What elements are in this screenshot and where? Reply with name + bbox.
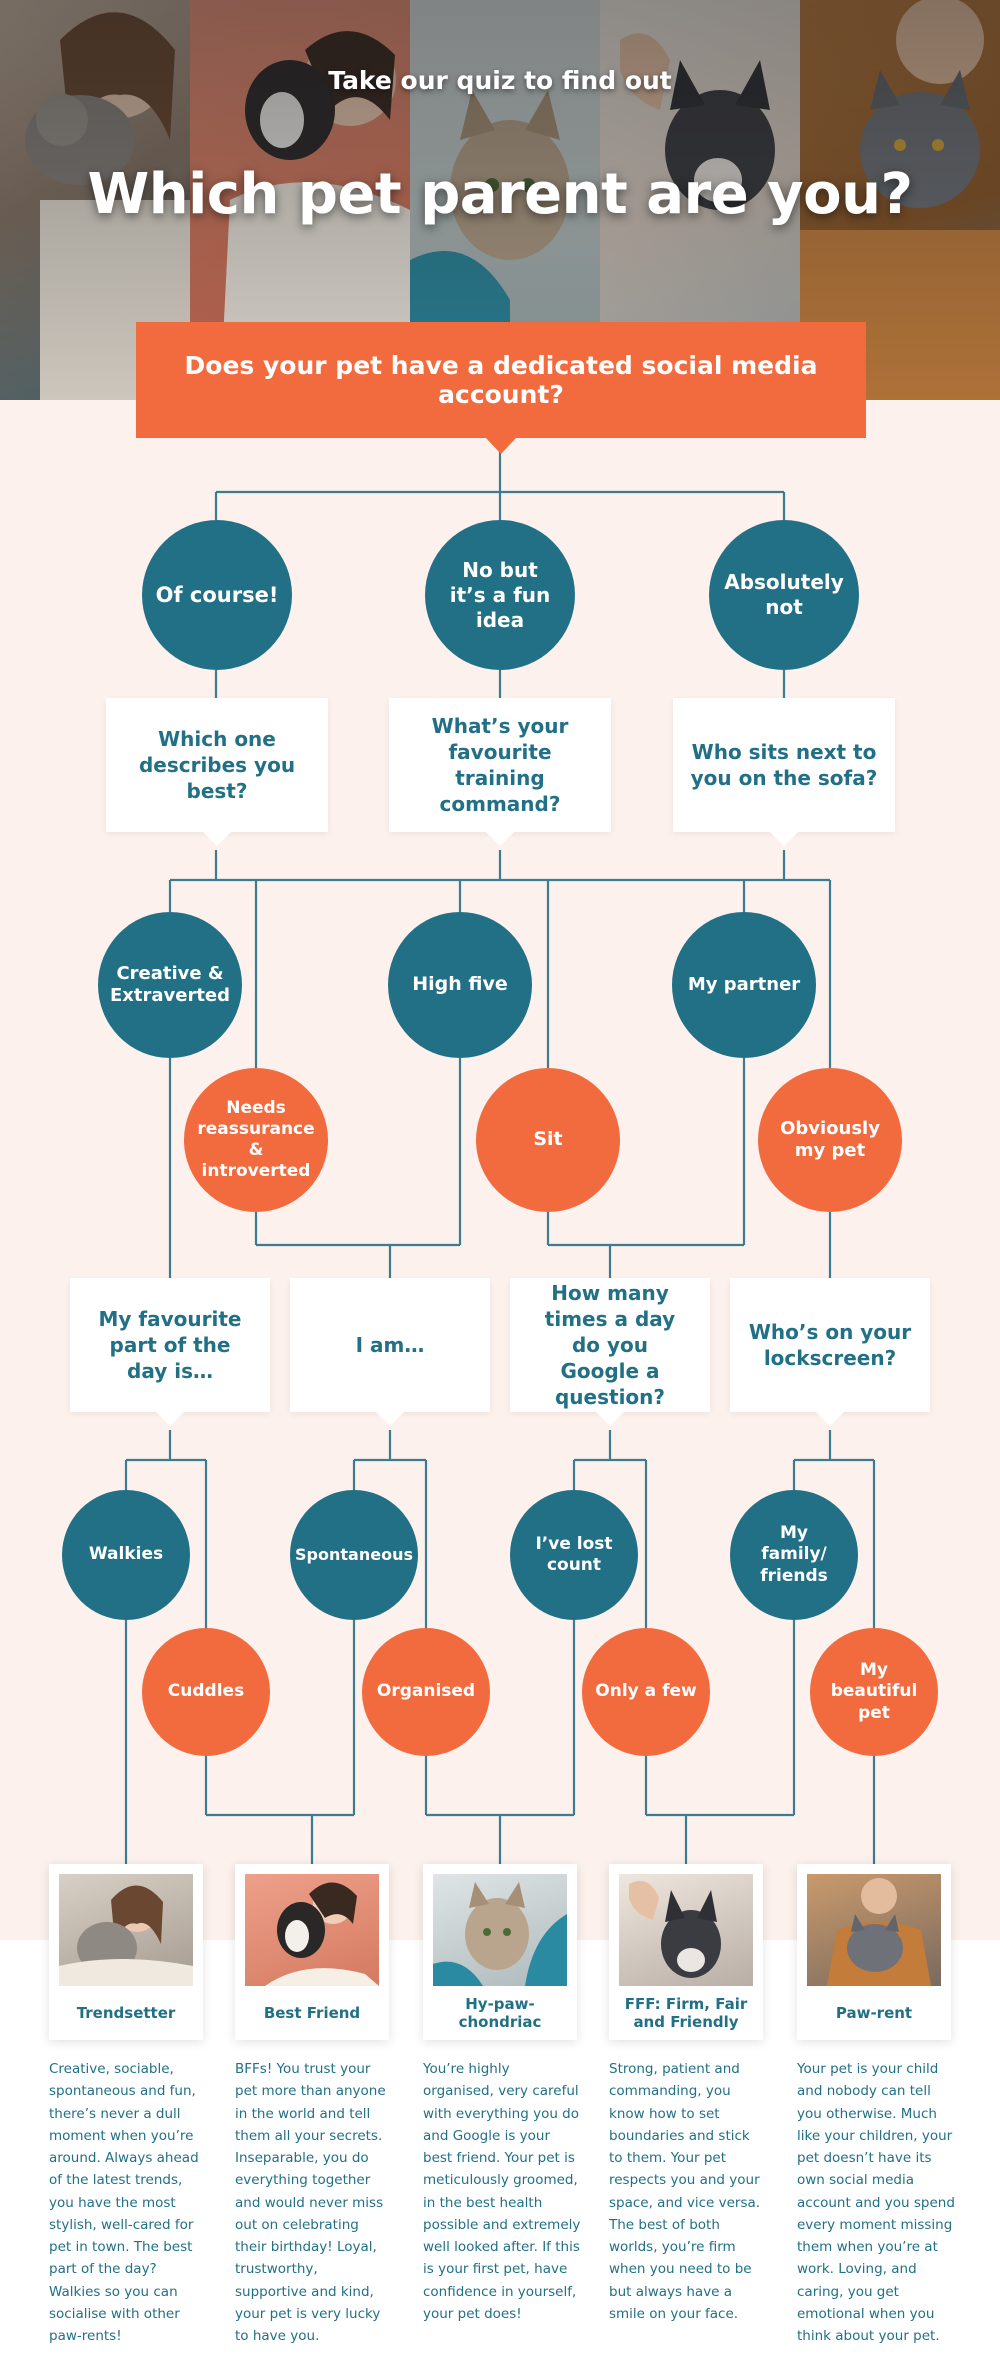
result-description-hy-paw-chondriac: You’re highly organised, very careful wi… [423, 2061, 581, 2322]
answer-high-five: High five [388, 912, 532, 1058]
hero-photo-woman-cat [0, 0, 200, 400]
man-with-cat-icon [827, 1878, 931, 1986]
question-i-am: I am… [290, 1278, 490, 1426]
question-lockscreen: Who’s on your lockscreen? [730, 1278, 930, 1426]
answer-organised: Organised [362, 1628, 490, 1756]
dog-treat-icon [620, 33, 775, 210]
result-card-hy-paw-chondriac: Hy-paw-chondriac [423, 1864, 577, 2040]
result-name: Paw-rent [835, 2004, 913, 2022]
woman-with-cat-photo-icon [59, 1874, 193, 1986]
man-with-cat-photo-icon [807, 1874, 941, 1986]
hero-title: Which pet parent are you? [87, 162, 913, 227]
result-card-trendsetter: Trendsetter [49, 1864, 203, 2040]
answer-spontaneous: Spontaneous [290, 1490, 418, 1620]
answer-walkies: Walkies [62, 1490, 190, 1620]
question-favourite-part-of-day: My favourite part of the day is… [70, 1278, 270, 1426]
woman-with-cat-icon [59, 1885, 193, 1986]
result-name: Best Friend [263, 2004, 361, 2022]
result-card-best-friend: Best Friend [235, 1864, 389, 2040]
cat-at-vet-icon [433, 1882, 567, 1986]
question-sofa: Who sits next to you on the sofa? [673, 698, 895, 846]
answer-cuddles: Cuddles [142, 1628, 270, 1756]
result-description-trendsetter: Creative, sociable, spontaneous and fun,… [49, 2061, 199, 2345]
question-google-times: How many times a day do you Google a que… [510, 1278, 710, 1426]
answer-only-a-few: Only a few [582, 1628, 710, 1756]
result-card-fff: FFF: Firm, Fair and Friendly [609, 1864, 763, 2040]
answer-fun-idea: No but it’s a fun idea [425, 520, 575, 670]
answer-my-partner: My partner [672, 912, 816, 1058]
dog-treat-photo-icon [619, 1874, 753, 1986]
result-name: Trendsetter [76, 2004, 176, 2022]
result-description-best-friend: BFFs! You trust your pet more than anyon… [235, 2061, 386, 2345]
answer-absolutely-not: Absolutely not [709, 520, 859, 670]
woman-kissing-dog-icon [265, 1882, 379, 1986]
answer-needs-reassurance: Needs reassurance & introverted [184, 1068, 328, 1212]
answer-family-friends: My family/ friends [730, 1490, 858, 1620]
answer-of-course: Of course! [142, 520, 292, 670]
answer-sit: Sit [476, 1068, 620, 1212]
dog-treat-icon [629, 1881, 721, 1978]
hero-kicker: Take our quiz to find out [328, 66, 672, 95]
woman-kissing-dog-photo-icon [245, 1874, 379, 1986]
result-card-paw-rent: Paw-rent [797, 1864, 951, 2040]
result-description-fff: Strong, patient and commanding, you know… [609, 2061, 761, 2322]
answer-obviously-my-pet: Obviously my pet [758, 1068, 902, 1212]
question-describes-you: Which one describes you best? [106, 698, 328, 846]
cat-at-vet-photo-icon [433, 1874, 567, 1986]
question-training-command: What’s your favourite training command? [389, 698, 611, 846]
result-description-paw-rent: Your pet is your child and nobody can te… [797, 2061, 955, 2345]
question-social-media: Does your pet have a dedicated social me… [136, 322, 866, 454]
answer-creative-extraverted: Creative & Extraverted [98, 912, 242, 1058]
result-name: FFF: Firm, Fair and Friendly [624, 1995, 748, 2031]
result-name: Hy-paw-chondriac [458, 1995, 542, 2031]
answer-lost-count: I’ve lost count [510, 1490, 638, 1620]
answer-beautiful-pet: My beautiful pet [810, 1628, 938, 1756]
